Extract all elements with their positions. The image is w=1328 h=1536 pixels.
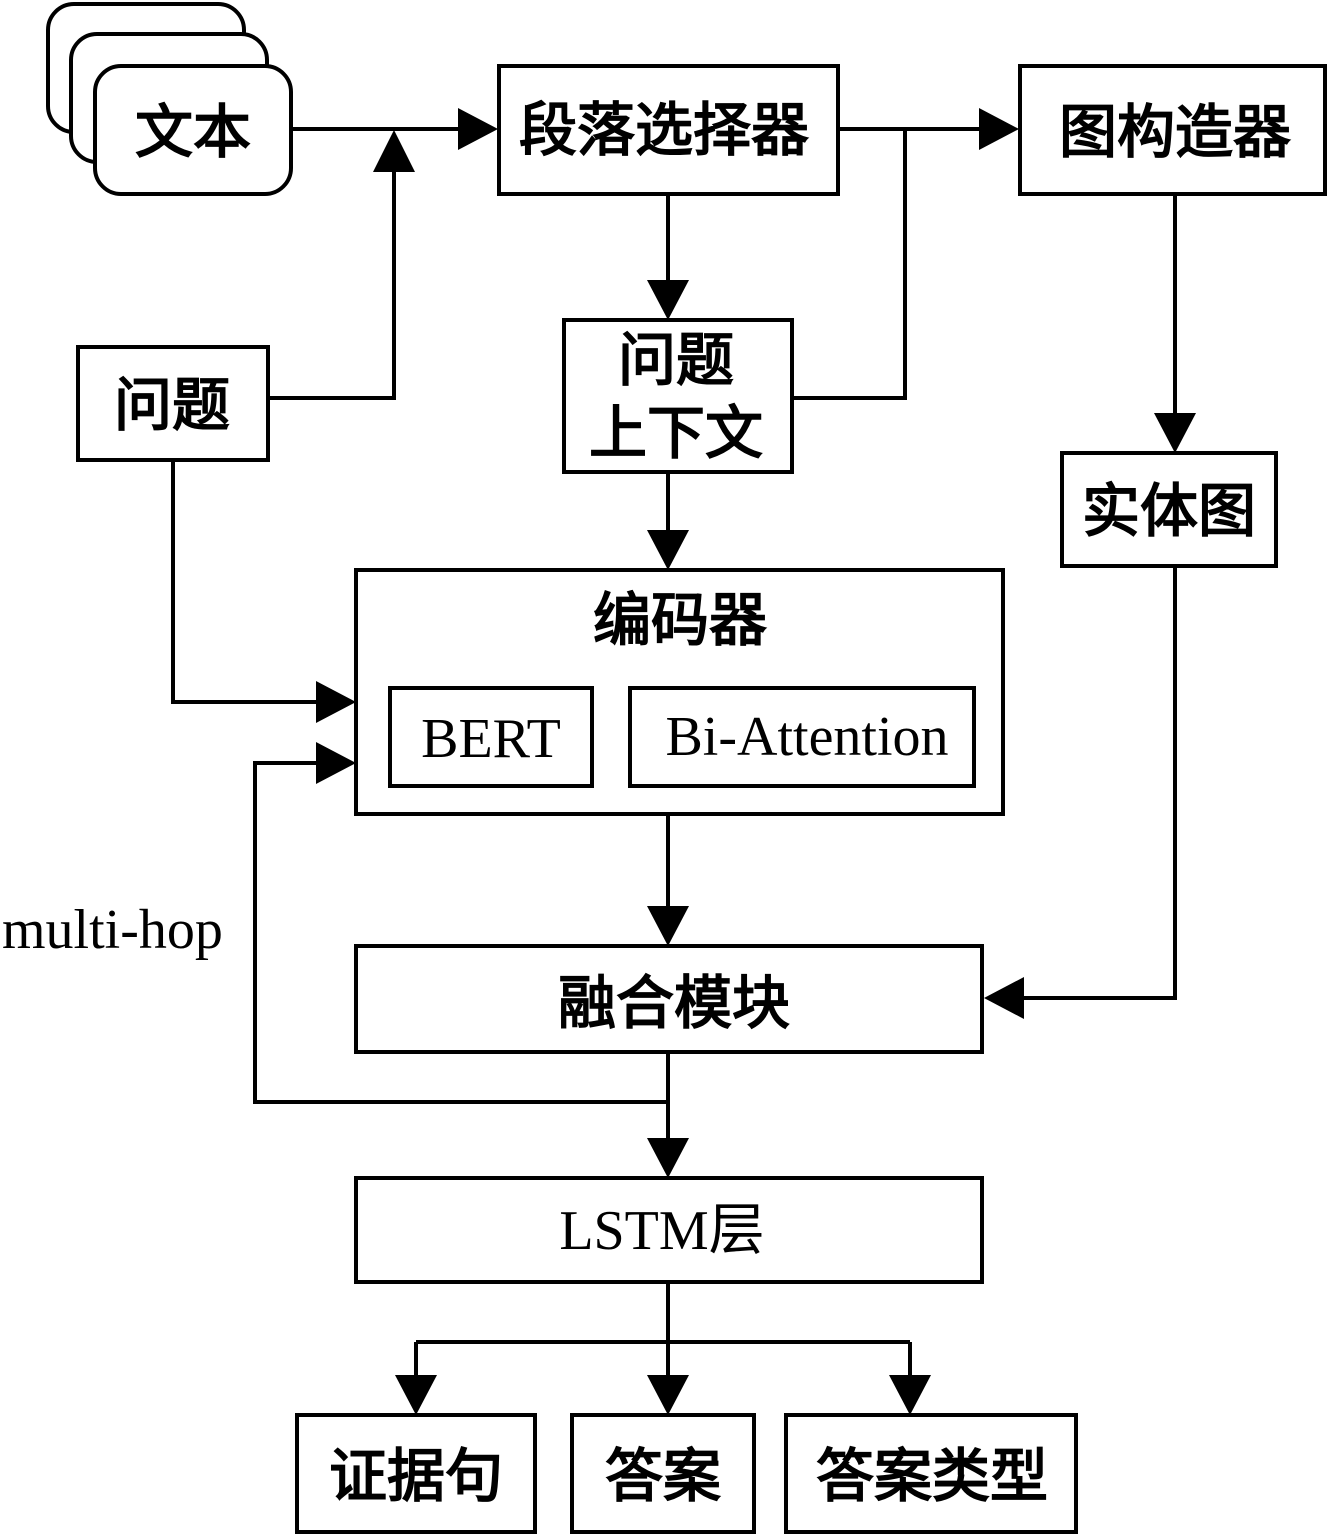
arrow-into-fusion-right <box>984 977 1024 1019</box>
arrow-into-answer-type <box>889 1375 931 1415</box>
node-encoder: 编码器 BERT Bi-Attention <box>354 568 1005 816</box>
node-question: 问题 <box>76 345 270 462</box>
node-graph-constructor: 图构造器 <box>1018 64 1327 196</box>
node-entity-graph: 实体图 <box>1060 451 1278 568</box>
question-context-line1: 问题 <box>618 326 734 394</box>
edge-entity-to-fusion <box>1022 566 1177 1000</box>
text-label: 文本 <box>135 98 251 166</box>
arrow-question-up <box>373 130 415 172</box>
bert-box <box>388 686 594 788</box>
evidence-sentence-label: 证据句 <box>329 1442 503 1510</box>
arrow-into-fusion-top <box>647 906 689 946</box>
fusion-module-label: 融合模块 <box>558 969 790 1037</box>
question-context-line2: 上下文 <box>589 399 763 467</box>
node-lstm-layer: LSTM层 <box>354 1176 984 1284</box>
question-label: 问题 <box>114 371 230 439</box>
arrow-into-lstm <box>647 1138 689 1178</box>
edge-question-to-selector <box>268 170 396 400</box>
node-paragraph-selector: 段落选择器 <box>497 64 840 196</box>
arrow-into-context <box>647 280 689 320</box>
bert-label: BERT <box>421 708 561 770</box>
answer-label: 答案 <box>605 1442 722 1510</box>
multi-hop-label: multi-hop <box>2 899 223 961</box>
arrow-multihop-into-encoder <box>316 742 356 784</box>
node-question-context: 问题 上下文 <box>562 318 794 474</box>
edge-context-to-graph <box>792 129 907 400</box>
arrowheads <box>316 108 1196 1415</box>
answer-type-label: 答案类型 <box>816 1442 1048 1510</box>
arrow-into-encoder-top <box>647 530 689 570</box>
connectors <box>171 127 1177 1380</box>
lstm-layer-label: LSTM层 <box>559 1200 764 1262</box>
paragraph-selector-label: 段落选择器 <box>519 96 810 164</box>
edge-question-to-encoder <box>171 460 318 704</box>
arrow-into-graph-constructor <box>979 108 1019 150</box>
edge-lstm-split <box>414 1282 912 1380</box>
bi-attention-label: Bi-Attention <box>665 706 948 768</box>
arrow-question-into-encoder <box>316 681 356 723</box>
bi-attention-box <box>628 686 976 788</box>
arrow-into-entity-graph <box>1154 413 1196 453</box>
encoder-label: 编码器 <box>593 586 768 654</box>
node-answer-type: 答案类型 <box>784 1413 1078 1534</box>
text-document-stack: 文本 <box>46 2 293 196</box>
document-sheet-front <box>93 64 293 196</box>
node-evidence-sentence: 证据句 <box>295 1413 537 1534</box>
node-fusion-module: 融合模块 <box>354 944 984 1054</box>
arrow-into-evidence <box>395 1375 437 1415</box>
arrow-into-answer <box>647 1375 689 1415</box>
node-answer: 答案 <box>570 1413 756 1534</box>
edge-multihop-loop <box>253 761 668 1104</box>
arrow-into-selector <box>458 108 498 150</box>
graph-constructor-label: 图构造器 <box>1059 98 1292 166</box>
entity-graph-label: 实体图 <box>1082 477 1256 545</box>
